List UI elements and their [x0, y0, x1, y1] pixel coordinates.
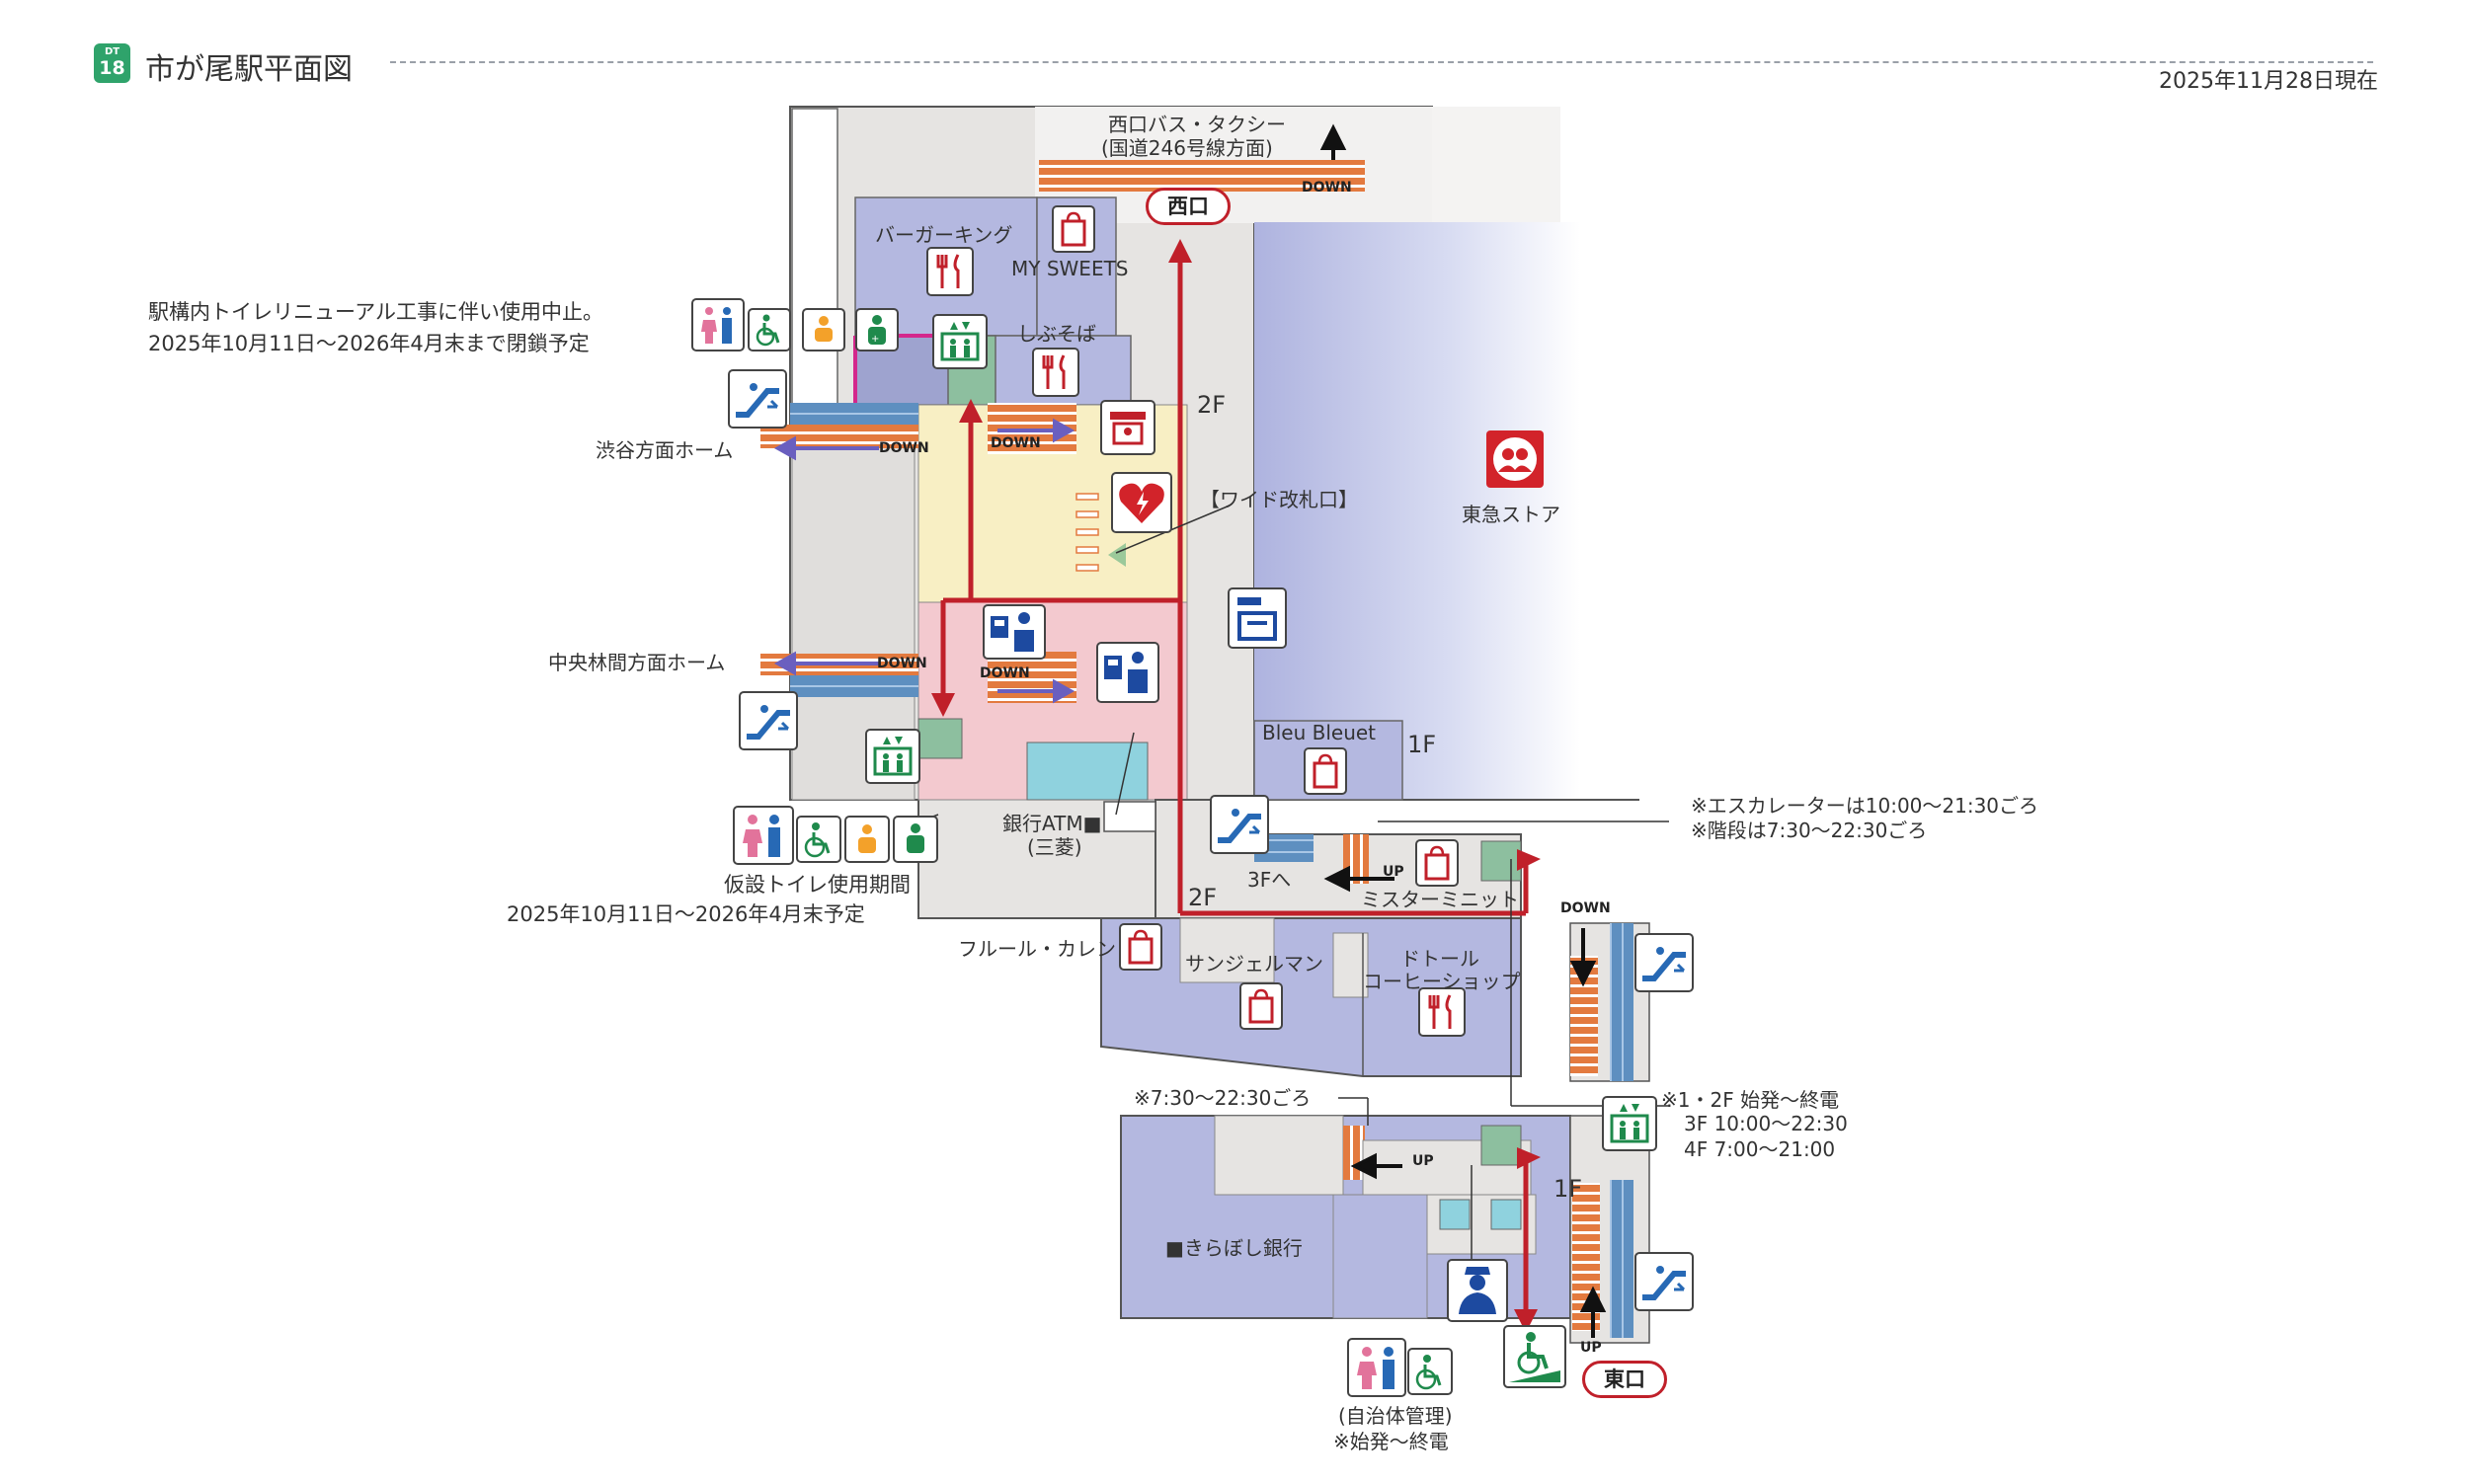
toilet-icon — [1347, 1338, 1406, 1397]
west-exit-down-sign: DOWN — [1302, 180, 1352, 195]
doutor-label: ドトール — [1400, 947, 1479, 971]
east-down-sign: DOWN — [1560, 900, 1611, 916]
line-badge: DT 18 — [94, 43, 130, 83]
municipal-label: (自治体管理) — [1338, 1404, 1453, 1428]
west-exit-stairs — [1039, 160, 1365, 192]
shop-icon — [1415, 839, 1459, 887]
as-of-date: 2025年11月28日現在 — [2159, 69, 2378, 94]
municipal-hours-label: ※始発～終電 — [1333, 1430, 1449, 1453]
ticket-machine-icon — [1096, 642, 1159, 703]
ostomate-icon: + — [855, 308, 899, 351]
burger-king-label: バーガーキング — [875, 223, 1013, 247]
escalator-icon — [739, 691, 798, 750]
tokyu-store-label: 東急ストア — [1462, 503, 1560, 526]
chuo-platform-down-sign: DOWN — [877, 656, 927, 671]
my-sweets-label: MY SWEETS — [1011, 257, 1129, 280]
bank-atm-label: 銀行ATM■ — [1002, 812, 1102, 835]
elevator-icon — [932, 314, 988, 369]
toilet-closure-period: 2025年10月11日～2026年4月末まで閉鎖予定 — [148, 332, 590, 355]
wheelchair-icon — [748, 308, 791, 351]
toilet-closure-notice: 駅構内トイレリニューアル工事に伴い使用中止。 — [148, 300, 603, 324]
chuo-concourse-down-sign: DOWN — [980, 665, 1030, 681]
escalator-icon — [1634, 1252, 1694, 1311]
restaurant-icon — [926, 247, 974, 296]
shop-icon — [1239, 982, 1283, 1030]
elevator-hours-4f: 4F 7:00～21:00 — [1684, 1137, 1836, 1161]
escalator-icon — [1634, 933, 1694, 992]
shibuya-platform-label: 渋谷方面ホーム — [596, 438, 734, 462]
escalator-hours-note: ※エスカレーターは10:00～21:30ごろ — [1691, 794, 2039, 818]
shibuya-concourse-down-sign: DOWN — [991, 435, 1041, 451]
floor-label-2f-lower: 2F — [1188, 884, 1218, 911]
temporary-toilet-notice: 仮設トイレ使用期間 — [724, 873, 911, 897]
ticket-gates — [1075, 493, 1099, 572]
restaurant-icon — [1032, 348, 1079, 397]
aed-icon — [1111, 472, 1172, 533]
escalator-icon — [1210, 795, 1269, 854]
floor-label-2f: 2F — [1197, 391, 1227, 419]
shop-icon — [1100, 400, 1155, 455]
ostomate-icon — [893, 816, 938, 863]
line-badge-number: 18 — [99, 57, 125, 79]
baby-icon — [844, 816, 890, 863]
atm-area — [1026, 742, 1149, 801]
saint-germain-label: サンジェルマン — [1185, 952, 1323, 976]
west-exit-destination-label: 西口バス・タクシー — [1108, 113, 1286, 136]
west-exit-sign[interactable]: 西口 — [1146, 188, 1231, 225]
mister-minit-label: ミスターミニット — [1361, 888, 1519, 911]
elevator-icon — [1602, 1096, 1657, 1151]
temporary-toilet-period: 2025年10月11日～2026年4月末予定 — [507, 902, 865, 926]
elevator-icon — [865, 729, 920, 784]
shop-icon — [1119, 923, 1162, 971]
shibusoba-label: しぶそば — [1017, 322, 1096, 346]
ticket-machine-icon — [983, 604, 1046, 660]
svg-text:+: + — [871, 334, 879, 345]
line-badge-code: DT — [104, 46, 120, 57]
east-exit-sign[interactable]: 東口 — [1582, 1361, 1667, 1398]
shop-icon — [1304, 747, 1347, 795]
route-lines — [940, 252, 1529, 1323]
toilet-icon — [733, 806, 794, 865]
floor-label-1f: 1F — [1407, 731, 1437, 758]
escalator-icon — [728, 369, 787, 429]
tokyu-store-area — [1254, 222, 1580, 800]
bank-atm-sub-label: (三菱) — [1027, 835, 1082, 859]
wheelchair-icon — [1407, 1348, 1453, 1395]
elevator-hours-3f: 3F 10:00～22:30 — [1684, 1112, 1848, 1135]
shop-icon — [1052, 205, 1095, 253]
elevator-hours-note: ※1・2F 始発～終電 — [1661, 1088, 1840, 1112]
to-3f-label: 3Fへ — [1247, 868, 1292, 892]
stairs-hours-note: ※階段は7:30～22:30ごろ — [1691, 819, 1928, 842]
fleur-calin-label: フルール・カレン — [958, 937, 1116, 961]
kiraboshi-bank-label: ■きらぼし銀行 — [1165, 1236, 1303, 1260]
header-divider — [390, 61, 2373, 63]
lower-stairs-hours-note: ※7:30～22:30ごろ — [1134, 1086, 1312, 1110]
floor-label-1f-lower: 1F — [1553, 1175, 1583, 1203]
shibuya-escalator — [790, 403, 918, 425]
restaurant-icon — [1418, 987, 1466, 1037]
to-3f-up-sign: UP — [1383, 864, 1404, 880]
police-box-icon — [1447, 1259, 1508, 1322]
toilet-icon — [691, 298, 745, 351]
tokyu-store-logo-icon — [1486, 430, 1544, 488]
page-title: 市が尾駅平面図 — [145, 52, 353, 87]
chuo-rinkan-platform-label: 中央林間方面ホーム — [548, 651, 726, 674]
slope-icon — [1503, 1325, 1566, 1388]
doutor-sub-label: コーヒーショップ — [1363, 970, 1521, 993]
locker-icon — [1228, 587, 1287, 649]
east-exit-up-sign: UP — [1580, 1340, 1602, 1356]
baby-icon — [802, 308, 845, 351]
wheelchair-icon — [796, 816, 841, 863]
shibuya-platform-down-sign: DOWN — [879, 440, 929, 456]
lower-stairs-up-sign: UP — [1412, 1153, 1434, 1169]
chuo-escalator — [790, 675, 918, 697]
west-exit-destination-sub-label: (国道246号線方面) — [1101, 136, 1273, 160]
wide-gate-label: 【ワイド改札口】 — [1200, 488, 1358, 511]
elevator-shaft-mid — [917, 718, 963, 759]
bleu-bleuet-label: Bleu Bleuet — [1262, 721, 1377, 744]
